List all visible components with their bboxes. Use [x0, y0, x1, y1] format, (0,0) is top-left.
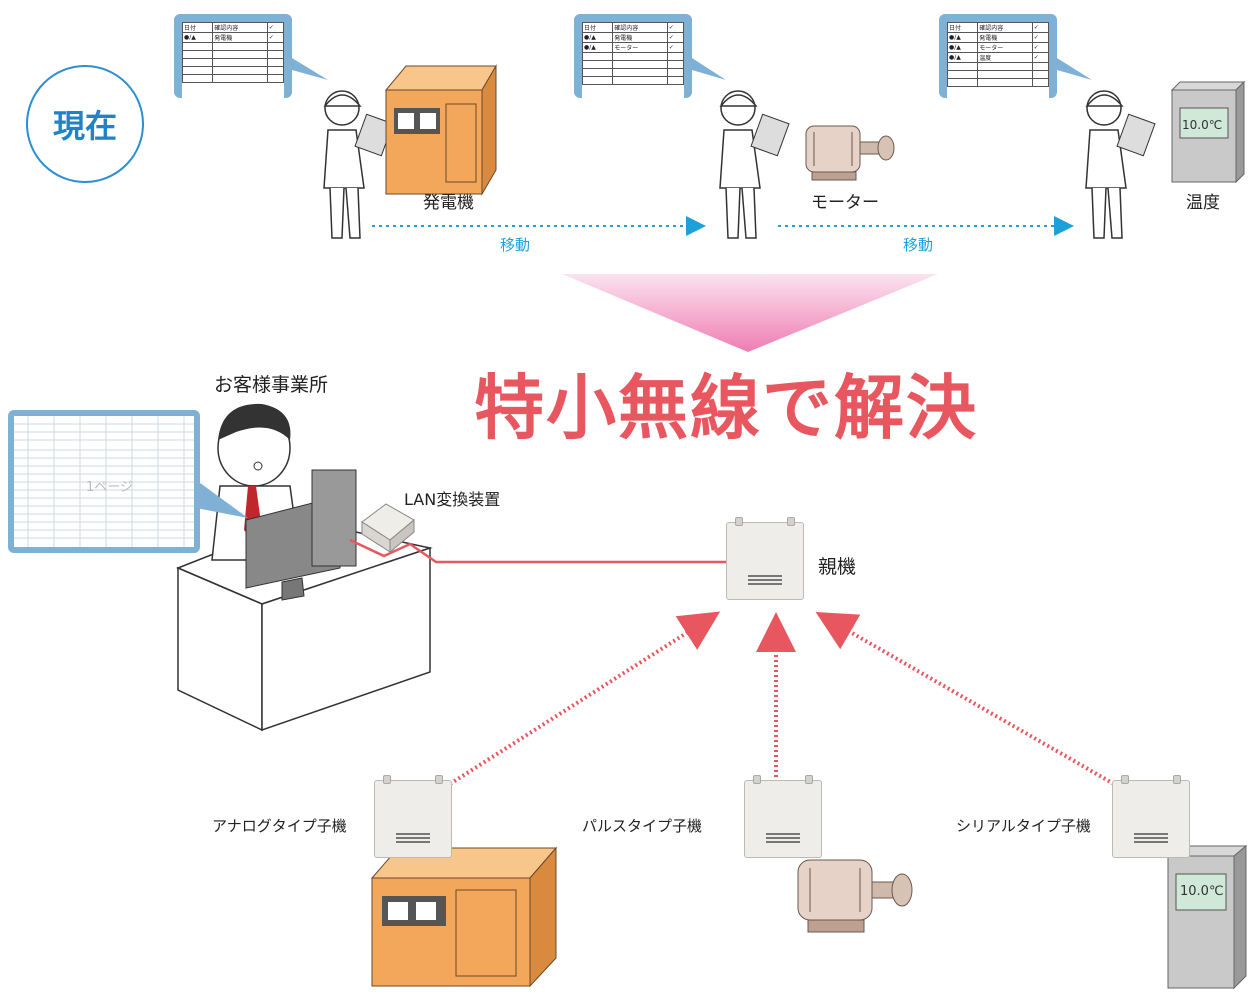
- generator-label: 発電機: [423, 193, 474, 213]
- checklist-pointer: [692, 58, 726, 80]
- parent-unit: [726, 517, 804, 600]
- checklist-table: 日付確認内容✓ ●/▲発電機✓ ●/▲モーター✓: [582, 22, 684, 85]
- checklist-table: 日付確認内容✓ ●/▲発電機✓ ●/▲モーター✓ ●/▲温度✓: [947, 22, 1049, 87]
- office-label: お客様事業所: [214, 374, 329, 396]
- analog-child-label: アナログタイプ子機: [212, 817, 347, 835]
- parent-unit-label: 親機: [818, 556, 857, 578]
- monitor-illustration: [245, 469, 357, 601]
- move-label: 移動: [500, 236, 531, 254]
- wireless-link-analog: [448, 611, 721, 786]
- lan-cable: [349, 538, 730, 564]
- temperature-meter-illustration-bottom: [1166, 844, 1248, 990]
- worker-figure: [323, 90, 394, 239]
- worker-figure: [719, 90, 790, 239]
- checklist-temperature: 日付確認内容✓ ●/▲発電機✓ ●/▲モーター✓ ●/▲温度✓: [939, 14, 1057, 98]
- transition-arrow: [562, 274, 938, 352]
- generator-illustration: [384, 64, 497, 196]
- serial-child-unit: [1112, 775, 1190, 858]
- spreadsheet-page-label: 1ページ: [86, 480, 134, 495]
- checklist-pointer: [292, 58, 328, 80]
- checklist-pointer: [1057, 58, 1092, 80]
- motor-label: モーター: [811, 193, 879, 213]
- temperature-display-bottom: 10.0℃: [1180, 884, 1224, 899]
- motor-illustration-bottom: [797, 859, 913, 933]
- wireless-link-serial: [815, 612, 1115, 786]
- temperature-meter-illustration: [1170, 80, 1246, 184]
- pulse-child-unit: [744, 775, 822, 858]
- motor-illustration: [805, 125, 895, 181]
- spreadsheet-grid: [14, 416, 194, 547]
- spreadsheet-pointer: [196, 480, 248, 518]
- spreadsheet-popup: 1ページ: [8, 410, 200, 553]
- current-badge: 現在: [26, 65, 144, 183]
- checklist-table: 日付確認内容✓ ●/▲発電機✓: [182, 22, 284, 83]
- pulse-child-label: パルスタイプ子機: [582, 817, 703, 835]
- headline: 特小無線で解決: [474, 367, 978, 449]
- move-label: 移動: [903, 236, 934, 254]
- lan-converter-illustration: [361, 503, 415, 554]
- serial-child-label: シリアルタイプ子機: [956, 817, 1091, 835]
- temperature-label: 温度: [1186, 193, 1220, 213]
- checklist-motor: 日付確認内容✓ ●/▲発電機✓ ●/▲モーター✓: [574, 14, 692, 98]
- generator-illustration-bottom: [370, 846, 558, 988]
- temperature-display: 10.0℃: [1182, 118, 1223, 132]
- analog-child-unit: [374, 775, 452, 858]
- worker-figure: [1085, 90, 1156, 239]
- checklist-generator: 日付確認内容✓ ●/▲発電機✓: [174, 14, 292, 98]
- lan-converter-label: LAN変換装置: [404, 490, 501, 509]
